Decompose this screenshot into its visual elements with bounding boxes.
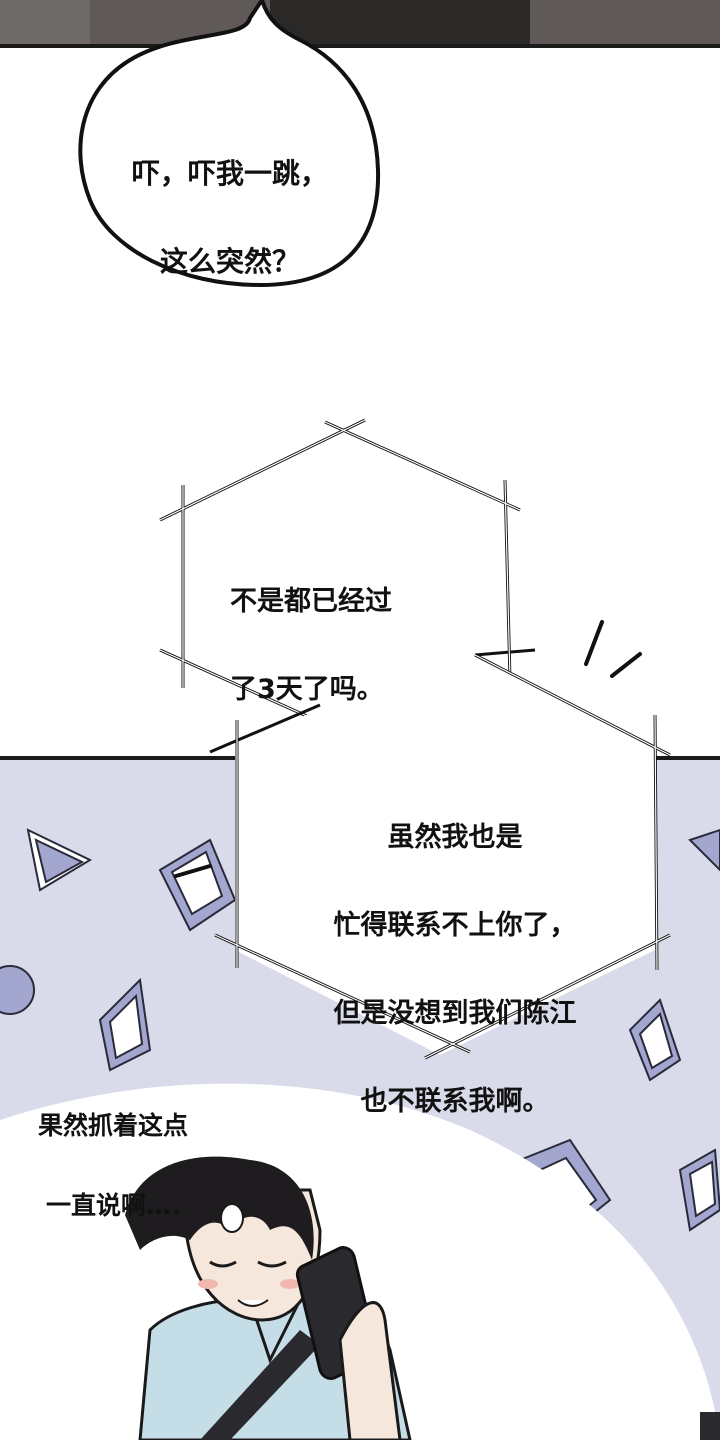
thought-lower-line-4: 也不联系我啊。 xyxy=(360,1086,550,1117)
thought-upper-line-1: 不是都已经过 xyxy=(230,586,392,617)
top-panel-fragment xyxy=(0,0,720,48)
thought-lower-line-1: 虽然我也是 xyxy=(387,822,523,853)
speech-bubble-shape xyxy=(78,0,381,288)
hand-fragment xyxy=(0,0,90,44)
coat-fragment xyxy=(270,0,530,44)
speech-bubble-text: 吓，吓我一跳， 这么突然？ xyxy=(100,108,360,328)
speech-line-2: 这么突然？ xyxy=(159,245,300,278)
narration-text: 果然抓着这点 一直说啊…． xyxy=(38,1066,278,1266)
thought-lower-text: 虽然我也是 忙得联系不上你了， 但是没想到我们陈江 也不联系我啊。 xyxy=(290,772,620,1168)
narration-line-1: 果然抓着这点 xyxy=(38,1111,189,1140)
character xyxy=(125,1156,412,1440)
thought-lower-line-3: 但是没想到我们陈江 xyxy=(333,998,577,1029)
thought-lower-line-2: 忙得联系不上你了， xyxy=(333,910,577,941)
narration-line-2: 一直说啊…． xyxy=(46,1191,197,1220)
thought-upper-line-2: 了3天了吗。 xyxy=(230,674,384,705)
emphasis-marks xyxy=(174,620,642,878)
thought-upper-text: 不是都已经过 了3天了吗。 xyxy=(230,536,450,756)
speech-line-1: 吓，吓我一跳， xyxy=(131,157,328,190)
